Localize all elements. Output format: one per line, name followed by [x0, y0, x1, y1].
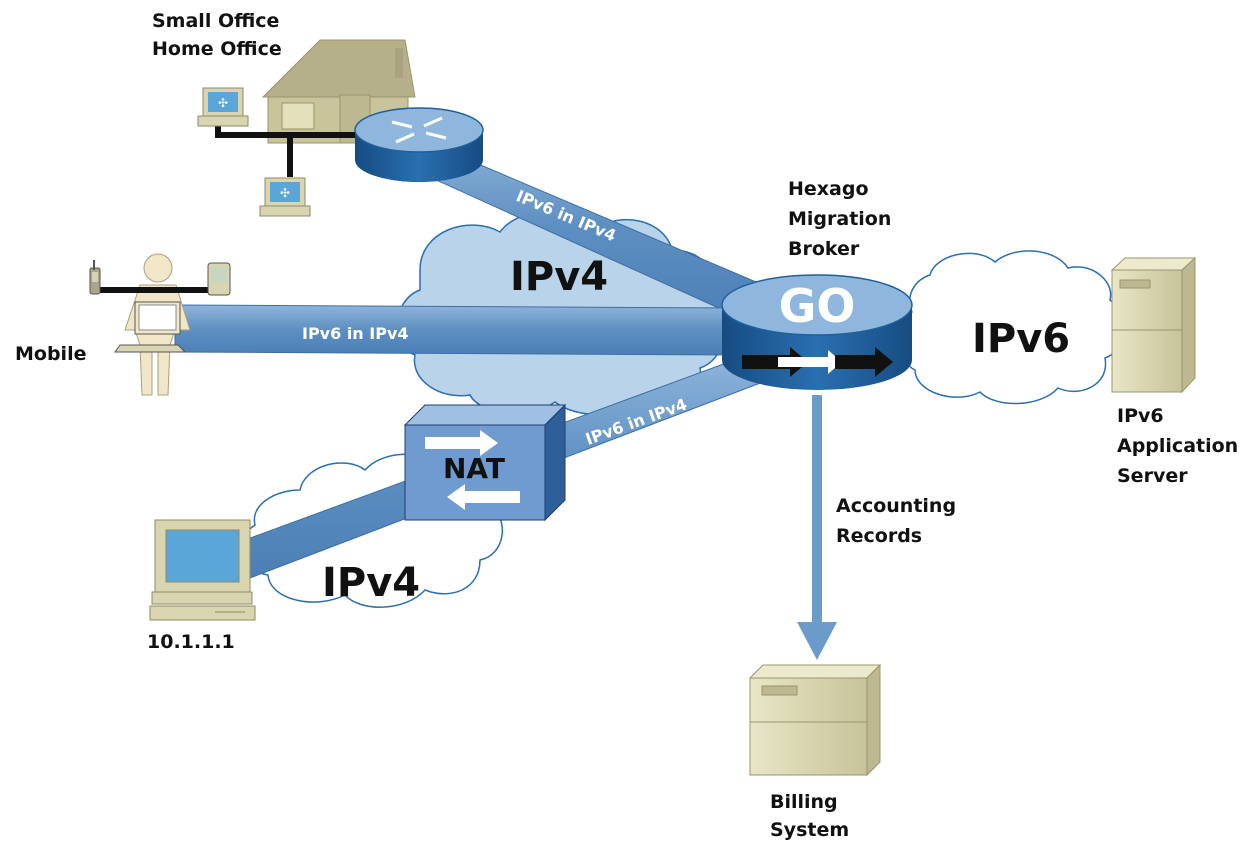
tunnel-mobile [174, 304, 741, 356]
soho-label-line2: Home Office [152, 38, 282, 60]
billing-label-line1: Billing [770, 791, 838, 813]
broker-label-line1: Hexago [788, 178, 869, 200]
hexago-broker-router-icon: GO [721, 274, 913, 390]
soho-router-icon [354, 107, 484, 182]
workstation-icon: ✣ [197, 87, 249, 127]
app-server-label-line2: Application [1117, 435, 1238, 457]
mobile-user-icon [89, 253, 231, 396]
ipv4-cloud-label-bottom: IPv4 [322, 560, 420, 606]
desktop-computer-icon [149, 519, 256, 621]
broker-label-line2: Migration [788, 208, 891, 230]
broker-label-line3: Broker [788, 238, 860, 260]
soho-lan [215, 120, 365, 177]
svg-text:✣: ✣ [218, 96, 228, 110]
ipv4-cloud-label-top: IPv4 [510, 254, 608, 300]
soho-label-line1: Small Office [152, 10, 279, 32]
billing-server-icon [748, 663, 882, 777]
accounting-arrow [797, 395, 837, 660]
go-logo: GO [779, 279, 856, 333]
svg-text:✣: ✣ [280, 186, 290, 200]
tunnel-label-mobile: IPv6 in IPv4 [302, 324, 409, 343]
accounting-label-line2: Records [836, 525, 922, 547]
nat-box-icon: NAT [403, 403, 567, 522]
app-server-label-line1: IPv6 [1117, 405, 1164, 427]
mobile-label: Mobile [15, 343, 86, 365]
billing-label-line2: System [770, 819, 849, 841]
accounting-label-line1: Accounting [836, 495, 956, 517]
ipv6-cloud-label: IPv6 [972, 316, 1070, 362]
nat-label: NAT [443, 452, 505, 485]
host-ip-label: 10.1.1.1 [147, 631, 235, 653]
workstation-icon: ✣ [259, 177, 311, 217]
app-server-label-line3: Server [1117, 465, 1188, 487]
application-server-icon [1110, 256, 1197, 394]
